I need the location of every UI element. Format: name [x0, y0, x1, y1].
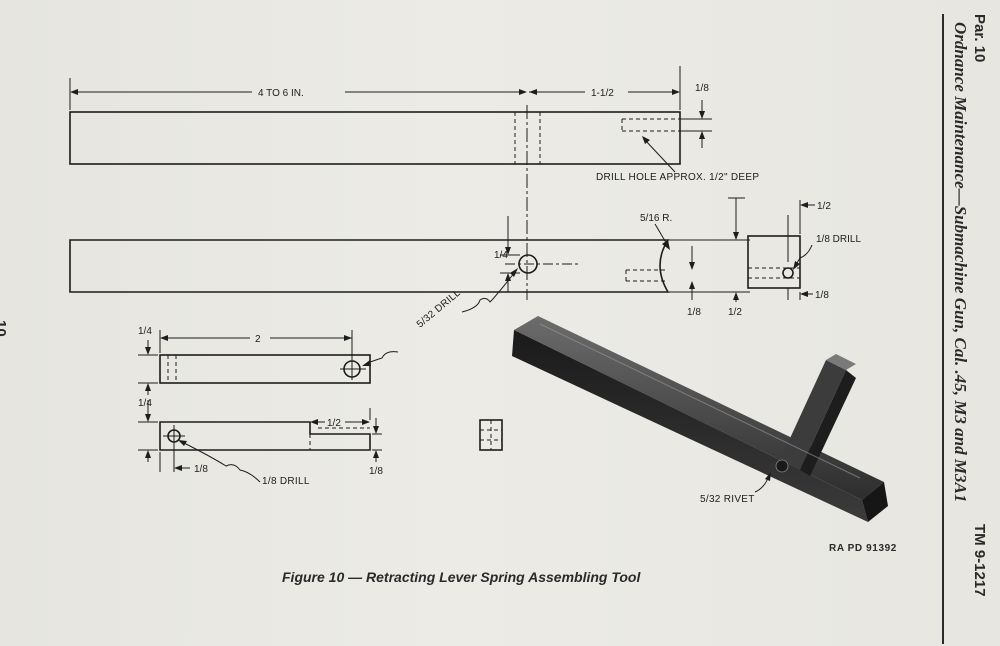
running-header: Par. 10 Ordnance Maintenance—Submachine …	[942, 14, 988, 644]
assembled-tool-photo	[512, 316, 888, 522]
figure-reference: RA PD 91392	[829, 543, 897, 554]
radius-dimension: 5/16 R.	[640, 213, 672, 250]
top-bar-view	[69, 105, 681, 300]
lever-drill-to-hole	[362, 351, 399, 366]
pivot-offset-label: 1/8	[194, 464, 208, 475]
bottom-right-label: 1/2	[728, 307, 742, 318]
lever-width-label: 1/4	[138, 326, 152, 337]
lever-side-dimensions: 1/4 1/2 1/8 1/8 1/8 DRILL	[138, 398, 383, 487]
overall-length-label: 4 TO 6 IN.	[258, 88, 304, 99]
pivot-drill-label: 1/8 DRILL	[262, 476, 310, 487]
paragraph-number: Par. 10	[971, 14, 988, 63]
hole-offset-label: 1-1/2	[591, 88, 614, 99]
bottom-edge-dimensions: 1/8 1/2	[687, 197, 745, 318]
step-length-label: 1/2	[327, 418, 341, 429]
step-depth-label: 1/8	[369, 466, 383, 477]
middle-bar-view	[69, 239, 750, 293]
header-rule	[942, 14, 944, 644]
rivet-leader: 5/32 RIVET	[700, 472, 771, 505]
lever-drill-label: 5/32 DRILL	[415, 287, 463, 330]
end-offset-label: 1/8	[815, 290, 829, 301]
manual-title: Ordnance Maintenance—Submachine Gun, Cal…	[951, 22, 970, 503]
end-width-label: 1/2	[817, 201, 831, 212]
overall-length-dimension: 4 TO 6 IN. 1-1/2 1/8	[69, 66, 712, 148]
drill-hole-note: DRILL HOLE APPROX. 1/2" DEEP	[596, 136, 759, 183]
end-drill-label: 1/8 DRILL	[816, 234, 861, 245]
lever-drill-leader: 5/32 DRILL	[415, 268, 518, 330]
lever-top-view	[159, 354, 371, 384]
lever-width2-label: 1/4	[138, 398, 152, 409]
rivet-label: 5/32 RIVET	[700, 494, 755, 505]
lever-length-label: 2	[255, 334, 261, 345]
top-thickness-label: 1/8	[695, 83, 709, 94]
figure-caption: Figure 10 — Retracting Lever Spring Asse…	[282, 569, 641, 585]
technical-manual-number: TM 9-1217	[971, 524, 988, 597]
bottom-left-label: 1/8	[687, 307, 701, 318]
hole-height-label: 1/4	[494, 250, 508, 261]
radius-label: 5/16 R.	[640, 213, 672, 224]
end-view: 1/2 1/8 DRILL 1/8	[747, 200, 861, 301]
drill-hole-note-label: DRILL HOLE APPROX. 1/2" DEEP	[596, 172, 759, 183]
lever-length-dimension: 2 1/4	[138, 326, 353, 395]
page-number: 10	[0, 320, 9, 337]
hole-height-dimension: 1/4	[494, 216, 520, 292]
lever-end-view	[479, 419, 503, 451]
